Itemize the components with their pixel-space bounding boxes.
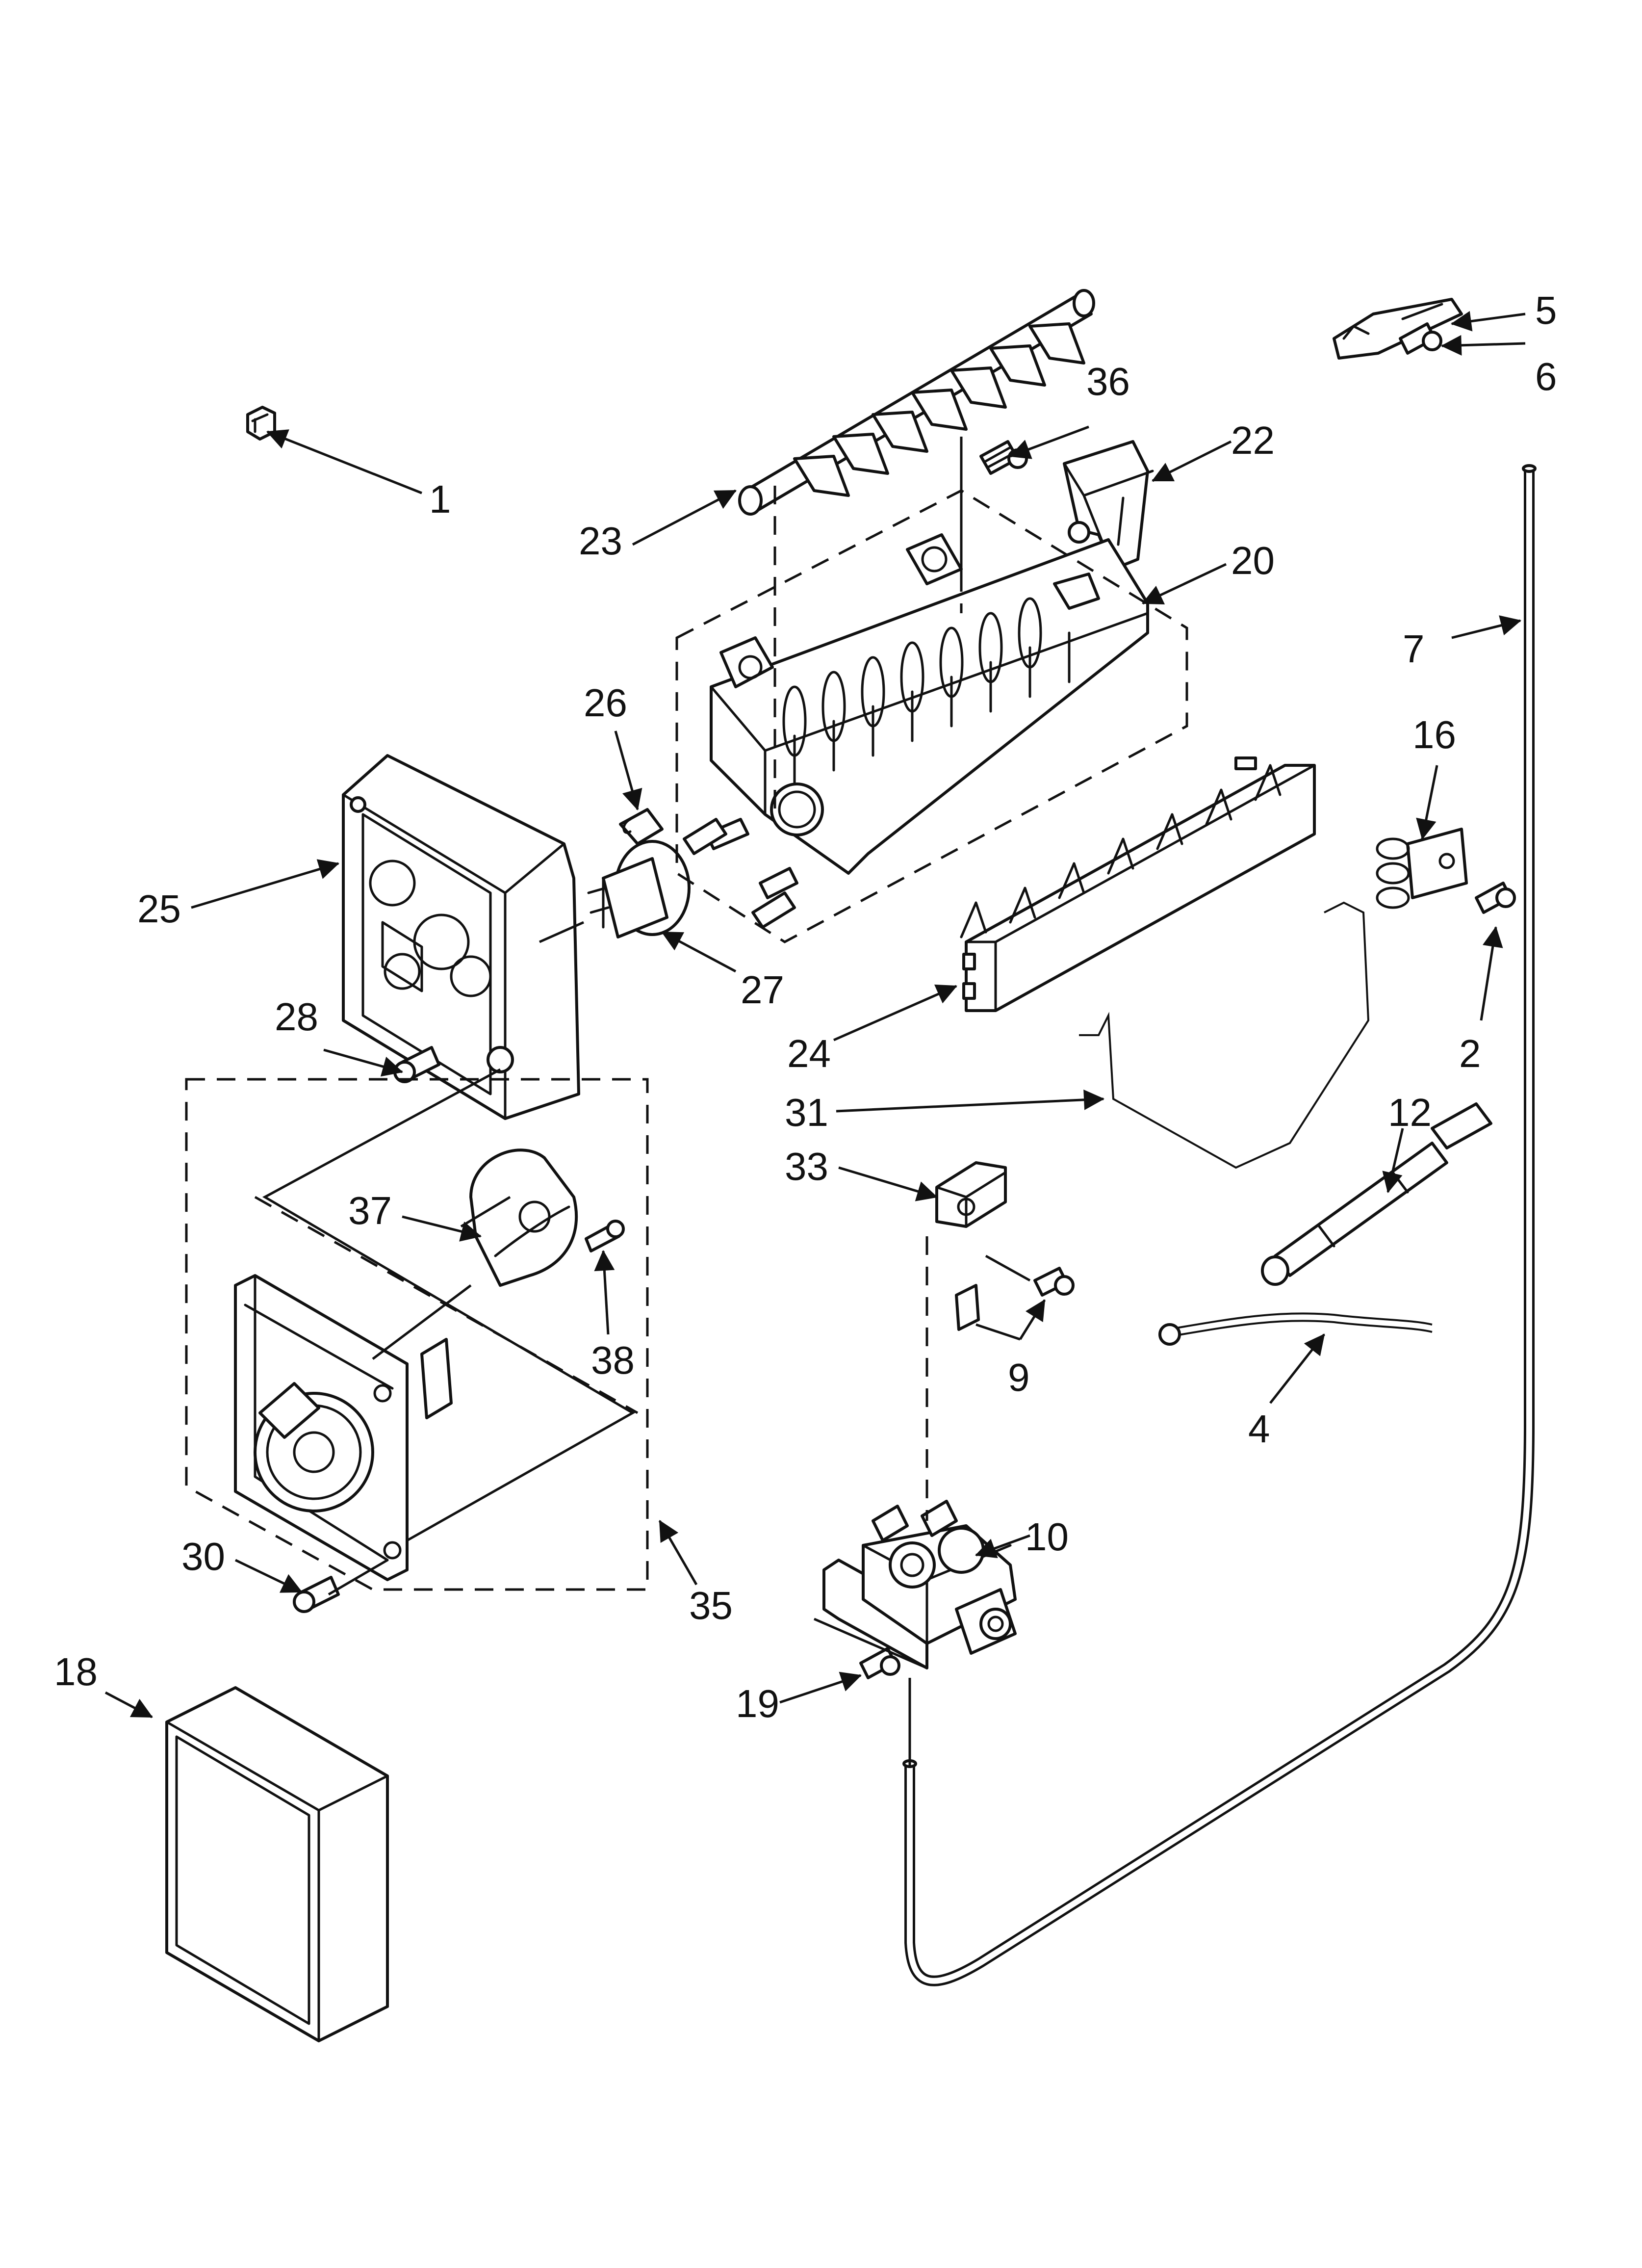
callout-24: 24 <box>787 1032 831 1075</box>
screw-30 <box>293 1576 340 1613</box>
callout-30: 30 <box>181 1535 225 1578</box>
callout-9: 9 <box>1008 1356 1030 1399</box>
callout-25: 25 <box>137 887 181 931</box>
callout-31: 31 <box>785 1091 828 1134</box>
screw-38 <box>585 1220 625 1252</box>
callout-7: 7 <box>1403 627 1425 671</box>
arm-mount-33 <box>935 1161 1007 1228</box>
callout-36: 36 <box>1086 360 1130 403</box>
thermostat-27 <box>587 840 691 938</box>
callout-26: 26 <box>584 681 627 725</box>
callout-6: 6 <box>1535 355 1557 398</box>
water-valve <box>822 1500 1017 1669</box>
callout-16: 16 <box>1412 713 1456 756</box>
callout-12: 12 <box>1388 1091 1432 1134</box>
callout-28: 28 <box>275 995 318 1039</box>
callout-23: 23 <box>579 519 622 563</box>
heater-wire-4 <box>1158 1312 1433 1346</box>
screw-19 <box>859 1647 900 1679</box>
screw-36 <box>979 440 1028 475</box>
motor-housing <box>342 754 580 1120</box>
callout-37: 37 <box>348 1189 392 1232</box>
callout-33: 33 <box>785 1145 828 1188</box>
clip-26 <box>619 808 664 845</box>
ice-chute <box>1063 440 1154 571</box>
gear-plate <box>234 1274 453 1581</box>
shaft-pin-lower <box>751 891 796 929</box>
assembly-solid-lines <box>262 437 1031 1766</box>
callout-19: 19 <box>736 1682 779 1725</box>
callout-22: 22 <box>1231 418 1275 462</box>
callout-20: 20 <box>1231 539 1275 582</box>
tube-fitting-12 <box>1261 1102 1492 1286</box>
callout-1: 1 <box>429 477 451 521</box>
tube-clip-16 <box>1376 828 1468 909</box>
callout-27: 27 <box>741 968 784 1012</box>
callout-4: 4 <box>1248 1407 1270 1451</box>
shutoff-arm <box>1079 901 1370 1169</box>
callout-arrows <box>104 311 1526 1719</box>
motor-37 <box>469 1148 578 1287</box>
ejector-shaft <box>738 289 1095 516</box>
callout-38: 38 <box>591 1338 635 1382</box>
stripper <box>960 756 1316 1012</box>
screws-9 <box>955 1267 1075 1331</box>
callout-18: 18 <box>54 1650 98 1694</box>
callout-10: 10 <box>1025 1515 1069 1559</box>
callout-2: 2 <box>1459 1032 1481 1075</box>
motor-assembly-group <box>185 1078 649 1591</box>
screw-2 <box>1475 882 1516 914</box>
front-cover <box>165 1686 389 2042</box>
water-tube-7 <box>902 464 1537 1986</box>
shaft-pin-upper <box>683 818 727 855</box>
callout-labels: 1 2 4 5 6 7 9 10 12 16 18 19 20 22 23 24… <box>54 288 1557 1725</box>
callout-35: 35 <box>689 1584 733 1627</box>
bracket-5 <box>1333 298 1463 360</box>
screw-28 <box>393 1046 440 1083</box>
callout-5: 5 <box>1535 288 1557 332</box>
